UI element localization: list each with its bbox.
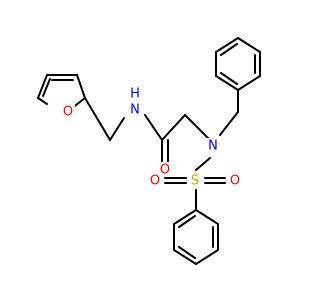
bond-carbonyl-ch2 (161, 114, 186, 141)
bond-ch2-nh (109, 117, 125, 141)
bond (173, 249, 197, 265)
atom-sulfur: S (191, 174, 199, 189)
atom-furan-o: O (63, 105, 73, 120)
bond-nh-carbonyl (144, 114, 163, 141)
bond (215, 37, 239, 53)
bond (76, 74, 86, 99)
bond-furan-ch2 (84, 97, 111, 141)
atom-amide-n: N (130, 103, 140, 118)
atom-sulfonyl-o-left: O (150, 174, 160, 189)
atom-carbonyl-o: O (160, 163, 170, 178)
molecule-canvas: O N H O N S O O (37, 37, 261, 265)
bond-n-benzylch2 (219, 111, 239, 136)
bond-n-s (195, 157, 211, 171)
bond (195, 249, 219, 265)
atom-amide-h: H (130, 87, 140, 102)
double-bond-inner (220, 43, 238, 56)
bond (237, 75, 261, 91)
bond (37, 97, 48, 105)
benzyl-phenyl-ring (215, 37, 261, 91)
bond (37, 74, 48, 99)
furan-ring (37, 74, 86, 113)
bond (173, 209, 197, 225)
double-bond-inner (178, 215, 196, 228)
atom-labels: O N H O N S O O (61, 86, 242, 189)
sulfonyl-phenyl-ring (173, 209, 219, 265)
bond (195, 209, 219, 225)
double-bond-inner (42, 78, 51, 97)
atom-sulfonyl-o-right: O (230, 174, 240, 189)
bond (237, 37, 261, 53)
molecule-structure: O N H O N S O O (37, 37, 261, 265)
double-bond-inner (178, 246, 196, 259)
double-bond-inner (220, 72, 238, 85)
bond (215, 75, 239, 91)
atom-sulfonamide-n: N (208, 139, 218, 154)
bond-ch2-n (184, 114, 209, 139)
